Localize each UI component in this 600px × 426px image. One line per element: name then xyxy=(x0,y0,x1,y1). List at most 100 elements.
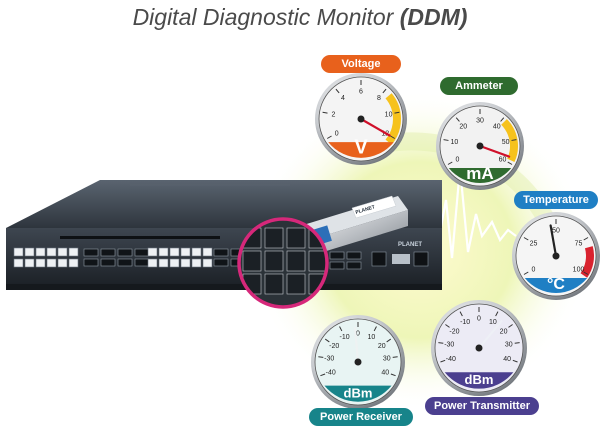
transmitter-gauge-tick: -10 xyxy=(460,319,470,326)
transmitter-gauge-tickmark xyxy=(438,342,444,344)
voltage-gauge-unit: V xyxy=(354,136,368,158)
temperature-gauge-tickmark xyxy=(583,237,589,241)
voltage-gauge-tickmark xyxy=(394,111,400,114)
voltage-gauge-tickmark xyxy=(382,88,387,94)
receiver-gauge-hub xyxy=(354,358,362,366)
receiver-gauge-tick: -40 xyxy=(326,369,336,376)
transmitter-gauge-tick: -30 xyxy=(444,342,454,349)
receiver-gauge-cap xyxy=(324,385,392,402)
port xyxy=(46,247,57,257)
port xyxy=(100,258,116,267)
port xyxy=(24,258,35,268)
transmitter-gauge-tickmark xyxy=(440,359,446,363)
receiver-gauge-tick: 20 xyxy=(378,343,386,350)
receiver-gauge-tickmark xyxy=(392,356,398,358)
voltage-gauge-arc xyxy=(385,93,401,145)
transmitter-gauge-tick: 40 xyxy=(503,356,511,363)
port xyxy=(83,258,99,267)
ammeter-gauge-unit: mA xyxy=(466,164,493,183)
transmitter-gauge-tickmark xyxy=(495,311,499,317)
switch-brand: PLANET xyxy=(398,242,422,248)
transmitter-gauge-needle xyxy=(477,320,503,350)
transmitter-gauge-hub xyxy=(475,344,483,352)
ammeter-gauge-tick: 0 xyxy=(456,157,460,164)
receiver-gauge-tickmark xyxy=(318,356,324,358)
receiver-gauge-tick: -30 xyxy=(324,356,334,363)
port xyxy=(264,273,284,295)
ammeter-gauge-tickmark xyxy=(500,117,505,122)
ammeter-gauge-tick: 50 xyxy=(502,139,510,146)
voltage-gauge-tick: 4 xyxy=(341,95,345,102)
sfp-zoom-view xyxy=(237,217,329,309)
temperature-gauge-tickmark xyxy=(523,271,529,275)
ammeter-gauge-tickmark xyxy=(447,161,453,165)
port xyxy=(242,250,262,272)
receiver-gauge-tick: 10 xyxy=(367,334,375,341)
temperature-gauge-hub xyxy=(552,252,560,260)
port xyxy=(180,258,191,268)
voltage-gauge-tickmark xyxy=(322,111,328,114)
port xyxy=(68,258,79,268)
port xyxy=(169,258,180,268)
voltage-gauge-tickmark xyxy=(326,135,332,139)
pulse-line xyxy=(420,167,517,259)
port xyxy=(180,247,191,257)
port xyxy=(35,247,46,257)
receiver-gauge-tickmark xyxy=(320,373,326,377)
port xyxy=(202,247,213,257)
port xyxy=(117,248,133,257)
port xyxy=(308,250,327,272)
transmitter-gauge-tickmark xyxy=(459,311,463,317)
port xyxy=(68,247,79,257)
voltage-gauge-tick: 6 xyxy=(359,89,363,96)
ammeter-gauge-tickmark xyxy=(443,139,449,141)
port xyxy=(147,258,158,268)
temperature-gauge-unit: °C xyxy=(547,276,565,293)
temperature-gauge-cap xyxy=(524,278,588,293)
transmitter-gauge-tick: -40 xyxy=(446,356,456,363)
transmitter-gauge-tick: -20 xyxy=(449,328,459,335)
port xyxy=(13,258,24,268)
page-title: Digital Diagnostic Monitor (DDM) xyxy=(0,4,600,31)
port xyxy=(117,258,133,267)
voltage-gauge-tickmark xyxy=(335,88,340,94)
voltage-gauge: V024681012 xyxy=(315,73,407,165)
transmitter-gauge-unit: dBm xyxy=(465,372,494,387)
receiver-gauge-tickmark xyxy=(386,338,392,343)
ethernet-ports-left xyxy=(13,247,79,268)
port xyxy=(329,261,345,270)
ammeter-gauge-tickmark xyxy=(507,161,513,165)
power-transmitter-label: Power Transmitter xyxy=(425,397,539,415)
port xyxy=(202,258,213,268)
temperature-gauge-tick: 75 xyxy=(575,241,583,248)
ammeter-gauge-tick: 60 xyxy=(499,157,507,164)
receiver-gauge-needle xyxy=(353,327,360,364)
title-main: Digital Diagnostic Monitor xyxy=(132,4,394,30)
voltage-gauge-needle xyxy=(359,117,391,137)
ethernet-ports-middle xyxy=(147,247,213,268)
ammeter-gauge-tick: 30 xyxy=(476,118,484,125)
temperature-gauge-tick: 100 xyxy=(573,267,585,274)
port xyxy=(46,258,57,268)
voltage-gauge-tick: 2 xyxy=(331,112,335,119)
temperature-gauge-tick: 0 xyxy=(532,267,536,274)
receiver-gauge-unit: dBm xyxy=(344,385,373,400)
port xyxy=(158,258,169,268)
title-abbr: (DDM) xyxy=(399,4,468,30)
power-receiver-label: Power Receiver xyxy=(309,408,413,426)
port xyxy=(134,258,150,267)
port xyxy=(346,251,362,260)
port xyxy=(191,247,202,257)
port xyxy=(286,273,306,295)
port xyxy=(83,248,99,257)
transmitter-gauge-tick: 20 xyxy=(500,328,508,335)
voltage-gauge-hub xyxy=(357,115,365,123)
temperature-gauge-tickmark xyxy=(523,237,529,241)
ammeter-gauge-hub xyxy=(476,142,484,150)
port xyxy=(286,227,306,249)
port xyxy=(158,247,169,257)
module-brand: PLANET xyxy=(355,204,376,216)
